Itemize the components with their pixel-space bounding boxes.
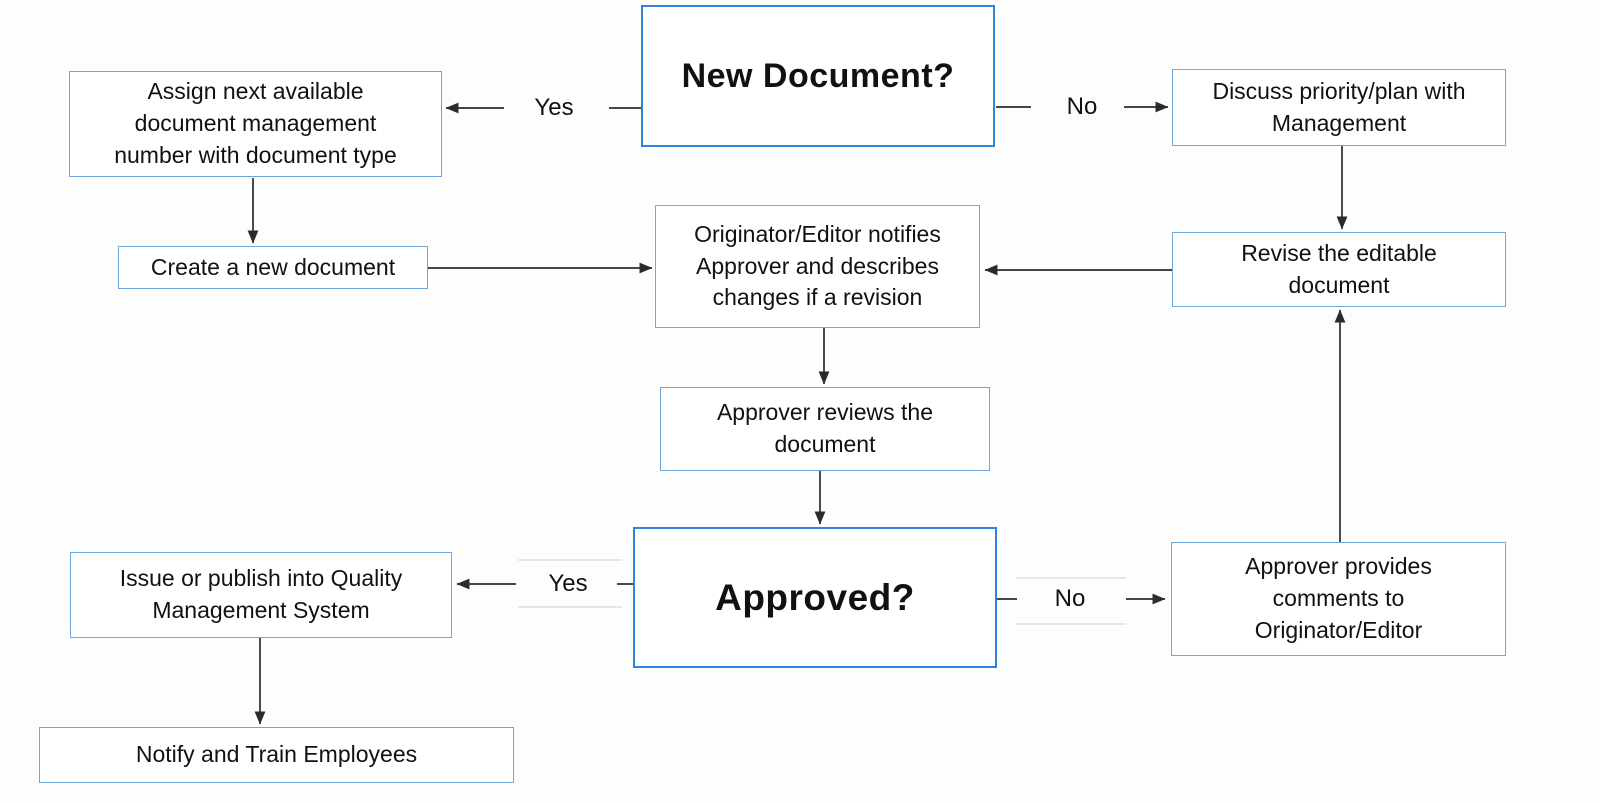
edge-label-approved-yes: Yes: [548, 570, 588, 597]
edge-label-newdoc-no: No: [1066, 93, 1098, 120]
edge-label-approved-no: No: [1054, 585, 1086, 612]
node-notify-train: Notify and Train Employees: [39, 727, 514, 783]
node-discuss-priority: Discuss priority/plan with Management: [1172, 69, 1506, 146]
node-create-document: Create a new document: [118, 246, 428, 289]
node-approved: Approved?: [633, 527, 997, 668]
node-new-document: New Document?: [641, 5, 995, 147]
node-issue-publish: Issue or publish into Quality Management…: [70, 552, 452, 638]
node-assign-number: Assign next available document managemen…: [69, 71, 442, 177]
edge-label-newdoc-yes: Yes: [534, 94, 574, 121]
node-approver-reviews: Approver reviews the document: [660, 387, 990, 471]
node-approver-comments: Approver provides comments to Originator…: [1171, 542, 1506, 656]
node-originator-notifies: Originator/Editor notifies Approver and …: [655, 205, 980, 328]
faded-lines: [518, 559, 1126, 625]
node-revise-document: Revise the editable document: [1172, 232, 1506, 307]
